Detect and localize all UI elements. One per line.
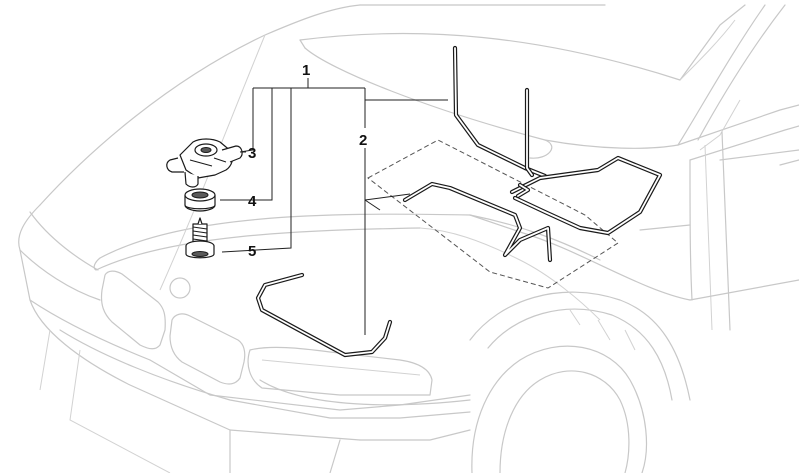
callout-labels: 1 2 3 4 5 bbox=[248, 62, 367, 260]
screw bbox=[185, 217, 215, 259]
nozzle-connector bbox=[166, 138, 243, 188]
callout-1: 1 bbox=[302, 62, 310, 79]
callout-4: 4 bbox=[248, 193, 257, 210]
car-outline bbox=[18, 4, 799, 473]
callout-3: 3 bbox=[248, 145, 256, 162]
washer-hose bbox=[255, 45, 663, 358]
leader-lines bbox=[220, 78, 448, 335]
callout-5: 5 bbox=[248, 243, 256, 260]
grommet bbox=[184, 188, 216, 212]
callout-2: 2 bbox=[359, 132, 367, 149]
